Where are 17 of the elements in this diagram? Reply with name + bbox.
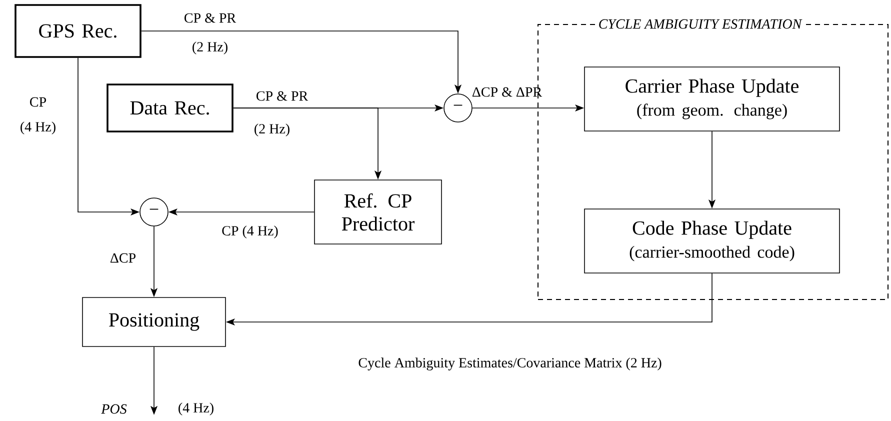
- note-label: (2 Hz): [192, 42, 228, 54]
- note-label: (4 Hz): [20, 122, 56, 134]
- note-label: (4 Hz): [178, 402, 214, 416]
- edge-label: POS: [101, 404, 127, 414]
- edge-label: ΔCP: [110, 253, 136, 263]
- process-box: Positioning: [82, 297, 226, 347]
- edge-label: CP: [30, 97, 46, 107]
- edge-label: CP & PR: [184, 13, 236, 23]
- process-box: Carrier Phase Update (from geom. change): [584, 66, 840, 132]
- process-box: Code Phase Update (carrier-smoothed code): [584, 208, 840, 274]
- edge-label: CP & PR: [256, 91, 308, 101]
- edge-label: Cycle Ambiguity Estimates/Covariance Matrix (2 Hz): [358, 358, 662, 370]
- note-label: (2 Hz): [254, 124, 290, 136]
- process-box: Data Rec.: [106, 84, 234, 132]
- process-box: Ref. CP Predictor: [314, 180, 442, 244]
- process-box: GPS Rec.: [14, 4, 142, 58]
- edge-label: CP (4 Hz): [222, 226, 278, 238]
